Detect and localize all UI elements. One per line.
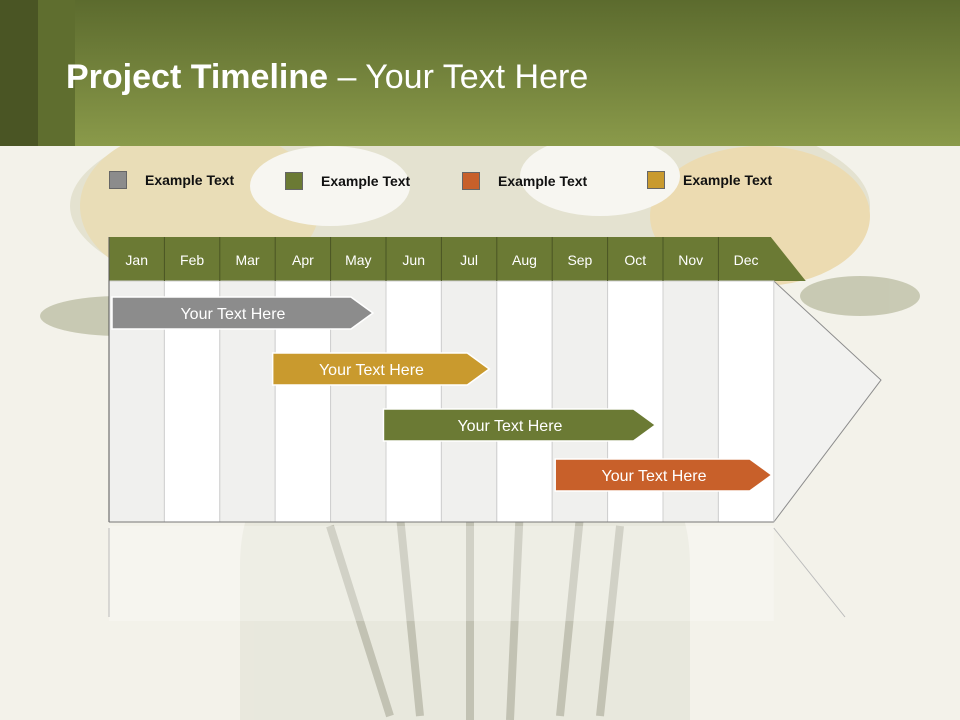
legend-label: Example Text — [145, 172, 235, 188]
legend-swatch — [647, 171, 665, 189]
task-label: Your Text Here — [602, 468, 707, 485]
title-bold: Project Timeline — [66, 58, 329, 96]
month-column — [496, 280, 553, 523]
page-title: Project Timeline – Your Text Here — [66, 58, 588, 97]
legend-label: Example Text — [498, 173, 588, 189]
legend-swatch — [462, 172, 480, 190]
month-column — [440, 280, 498, 523]
month-label: Jan — [125, 252, 148, 268]
legend-item: Example Text — [462, 171, 587, 191]
legend-item: Example Text — [109, 170, 234, 190]
month-label: Mar — [235, 252, 259, 268]
task-bar — [554, 458, 774, 492]
title-rest: – Your Text Here — [328, 58, 589, 96]
month-label: Oct — [624, 252, 646, 268]
header-bar: Project Timeline – Your Text Here — [0, 0, 960, 146]
task-label: Your Text Here — [457, 418, 562, 435]
month-column — [385, 280, 442, 523]
month-header-band — [109, 237, 806, 281]
task-label: Your Text Here — [319, 362, 424, 379]
header-accent-strip — [38, 0, 75, 146]
task-label: Your Text Here — [180, 306, 285, 323]
legend-label: Example Text — [321, 173, 411, 189]
legend-item: Example Text — [647, 170, 772, 190]
task-bar — [382, 408, 657, 442]
month-label: Dec — [734, 252, 759, 268]
month-label: Jul — [460, 252, 478, 268]
month-label: Sep — [567, 252, 592, 268]
timeline-reflection — [109, 526, 774, 621]
month-label: Feb — [180, 252, 204, 268]
month-label: Jun — [402, 252, 425, 268]
month-label: May — [345, 252, 371, 268]
task-bar — [271, 352, 491, 386]
legend-item: Example Text — [285, 171, 410, 191]
task-bar — [111, 296, 375, 330]
legend-swatch — [285, 172, 303, 190]
header-accent-strip — [0, 0, 38, 146]
reflection-edge — [773, 527, 846, 618]
month-label: Aug — [512, 252, 537, 268]
legend-swatch — [109, 171, 127, 189]
month-label: Nov — [678, 252, 703, 268]
month-label: Apr — [292, 252, 314, 268]
legend-label: Example Text — [683, 172, 773, 188]
